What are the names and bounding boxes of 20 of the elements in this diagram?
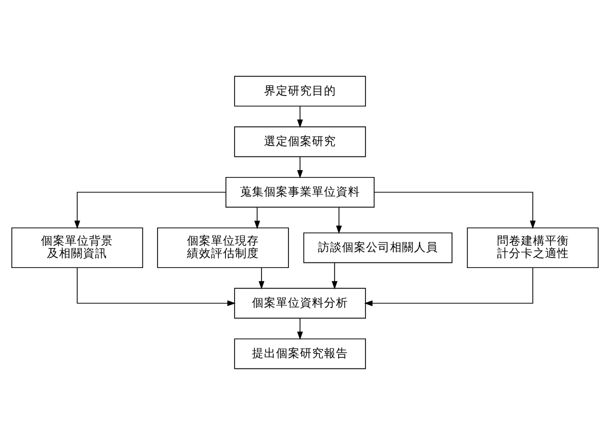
arrow [336,207,342,234]
arrow [297,318,303,340]
arrow [332,262,338,290]
node-box: 蒐集個案事業單位資料 [225,176,375,208]
arrow [364,267,534,306]
arrow [374,192,536,229]
node-box: 提出個案研究報告 [234,338,366,370]
arrow [297,156,303,178]
arrow [297,106,303,128]
arrow [254,207,260,230]
node-box: 界定研究目的 [234,76,366,107]
node-box: 問卷建構平衡計分卡之適性 [466,227,599,268]
node-box: 個案單位資料分析 [234,288,366,319]
node-box: 個案單位背景及相關資訊 [11,227,144,268]
node-box: 訪談個案公司相關人員 [303,232,452,264]
node-box: 選定個案研究 [234,126,366,158]
arrow [76,267,236,306]
node-box: 個案單位現存績效評估制度 [157,227,289,268]
arrow [258,267,264,290]
arrow [74,192,226,229]
